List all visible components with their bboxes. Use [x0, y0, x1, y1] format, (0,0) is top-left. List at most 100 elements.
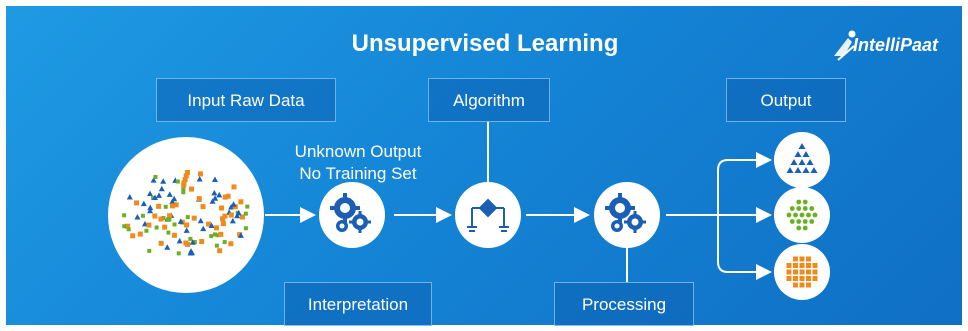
scatter-point: [232, 204, 238, 210]
scatter-point: [176, 251, 181, 256]
cluster-square: [793, 276, 798, 281]
scatter-point: [189, 249, 196, 256]
scatter-point: [162, 224, 168, 230]
scatter-point: [153, 174, 158, 179]
logo-text: IntelliPaat: [853, 35, 939, 55]
scatter-point: [197, 217, 204, 224]
scatter-point: [164, 244, 171, 250]
scatter-point: [243, 211, 248, 216]
cluster-dot: [786, 212, 792, 218]
gears-icon: [319, 182, 385, 248]
cluster-dot: [789, 219, 795, 224]
scatter-point: [197, 171, 203, 177]
scatter-point: [122, 213, 127, 218]
scatter-point: [216, 191, 223, 198]
dot-cluster: [786, 199, 818, 231]
cluster-square: [806, 282, 811, 288]
scatter-point: [222, 213, 228, 219]
scatter-point: [211, 189, 218, 196]
output-branch-arrows: [666, 152, 772, 280]
scatter-point: [184, 222, 190, 228]
scatter-point: [228, 204, 235, 210]
scatter-point: [243, 226, 248, 231]
cluster-triangle: [790, 159, 798, 165]
caption-line-2: No Training Set: [299, 164, 417, 183]
scatter-point: [144, 228, 149, 233]
scatter-point: [200, 204, 206, 210]
scatter-point: [167, 217, 172, 222]
cluster-triangle: [798, 159, 806, 165]
scatter-point: [156, 192, 163, 198]
cluster-dot: [796, 219, 802, 224]
caption-line-1: Unknown Output: [294, 142, 422, 161]
scatter-point: [225, 193, 231, 199]
scatter-point: [209, 234, 214, 239]
scatter-point: [171, 232, 177, 238]
processing-label: Processing: [554, 282, 694, 326]
scatter-point: [230, 201, 237, 207]
scatter-point: [196, 196, 202, 202]
cluster-triangle: [810, 167, 818, 173]
scatter-point: [151, 194, 158, 201]
scatter-point: [134, 200, 140, 206]
scatter-point: [214, 243, 219, 248]
scatter-point: [245, 204, 250, 209]
cluster-square: [799, 276, 805, 281]
cluster-dot: [796, 225, 802, 231]
gears-icon: [594, 182, 660, 248]
scatter-point: [220, 221, 226, 227]
scatter-point: [147, 190, 154, 197]
cluster-dot: [799, 212, 805, 218]
scatter-point: [175, 179, 180, 184]
cluster-dot: [796, 206, 802, 211]
scatter-point: [181, 190, 186, 195]
scatter-point: [160, 178, 167, 184]
square-cluster: [786, 256, 818, 288]
cluster-square: [786, 269, 792, 275]
scatter-point: [206, 221, 212, 227]
cluster-triangle: [802, 151, 810, 157]
scatter-point: [208, 222, 215, 228]
scatter-point: [169, 198, 176, 205]
cluster-triangle: [802, 167, 810, 173]
flowchart-icon: [455, 182, 521, 248]
scatter-point: [169, 203, 175, 209]
scatter-point: [183, 173, 189, 179]
cluster-square: [793, 256, 798, 262]
scatter-point: [200, 225, 207, 232]
diagram-title: Unsupervised Learning: [351, 30, 619, 57]
scatter-point: [212, 195, 219, 201]
cluster-square: [793, 269, 798, 275]
cluster-square: [793, 263, 798, 268]
output-label: Output: [726, 78, 846, 122]
scatter-point: [158, 185, 165, 192]
cluster-square: [812, 276, 818, 281]
interpretation-label: Interpretation: [284, 282, 432, 326]
cluster-square: [799, 256, 805, 262]
scatter-point: [192, 240, 197, 245]
scatter-point: [188, 236, 193, 241]
cluster-dot: [812, 212, 818, 218]
scatter-point: [158, 240, 164, 246]
scatter-point: [156, 203, 162, 209]
cluster-square: [793, 282, 798, 288]
cluster-square: [806, 276, 811, 281]
cluster-square: [806, 263, 811, 268]
scatter-point: [228, 212, 234, 218]
scatter-point: [189, 239, 196, 245]
scatter-point: [167, 213, 173, 219]
cluster-dot: [802, 206, 808, 211]
cluster-dot: [796, 199, 802, 205]
scatter-point: [166, 230, 171, 235]
scatter-point: [177, 218, 184, 224]
scatter-point: [209, 198, 216, 204]
cluster-square: [786, 263, 792, 268]
scatter-point: [212, 232, 217, 237]
triangle-cluster: [786, 143, 818, 173]
scatter-point: [228, 241, 234, 247]
scatter-point: [238, 199, 244, 205]
scatter-point: [147, 207, 154, 214]
scatter-point: [140, 213, 145, 218]
